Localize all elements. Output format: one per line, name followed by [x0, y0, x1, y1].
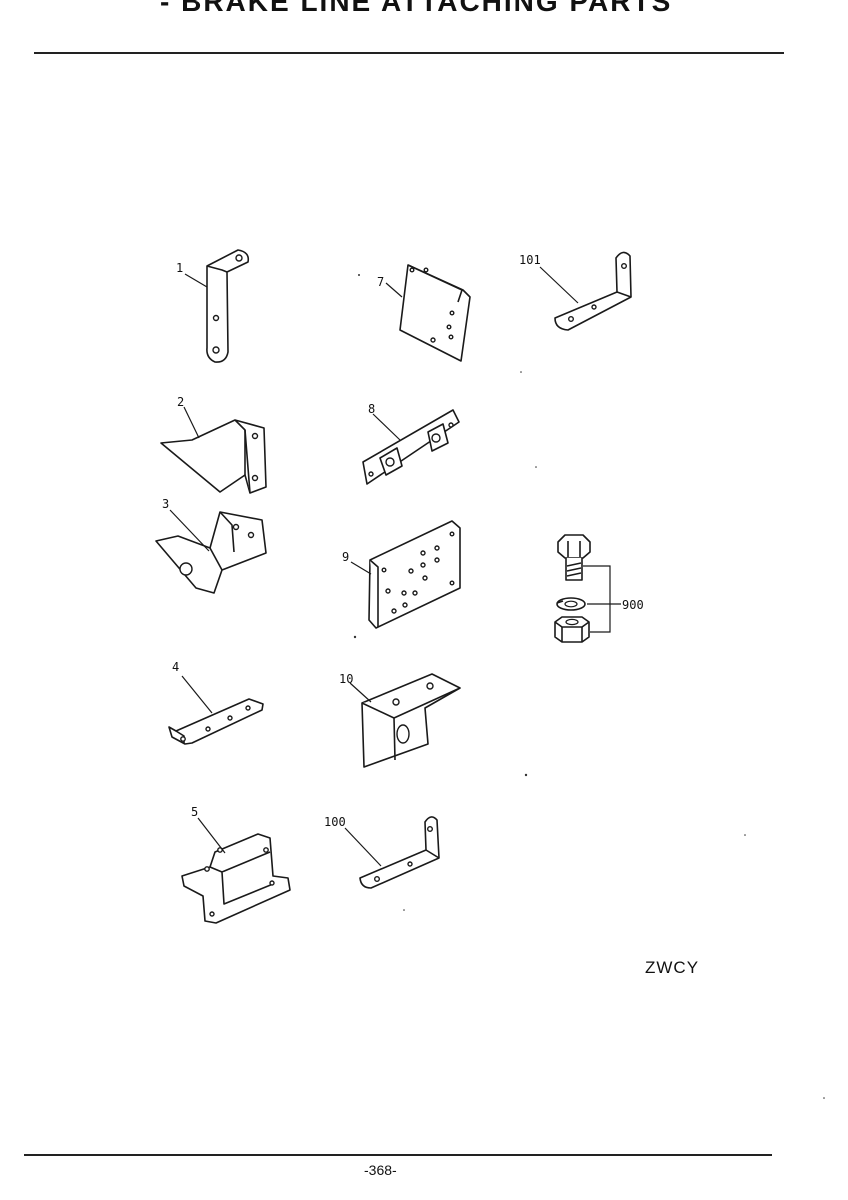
callout-4: 4: [172, 660, 179, 674]
callout-10: 10: [339, 672, 353, 686]
callout-9: 9: [342, 550, 349, 564]
callout-900: 900: [622, 598, 644, 612]
callout-1: 1: [176, 261, 183, 275]
page-number: -368-: [364, 1162, 397, 1178]
part-10-bracket: [361, 673, 461, 768]
part-900-nut: [554, 616, 590, 643]
part-3-bracket: [155, 511, 267, 594]
part-101-angle-bracket: [554, 251, 632, 331]
callout-100: 100: [324, 815, 346, 829]
callout-101: 101: [519, 253, 541, 267]
callout-3: 3: [162, 497, 169, 511]
part-8-mount: [362, 409, 460, 485]
callout-5: 5: [191, 805, 198, 819]
header-rule: [34, 52, 784, 54]
part-2-bracket: [160, 419, 267, 494]
model-code: ZWCY: [645, 958, 700, 977]
part-900-bolt: [557, 534, 591, 581]
part-900-lock-washer: [556, 597, 586, 611]
part-100-angle-bracket: [359, 816, 440, 889]
callout-7: 7: [377, 275, 384, 289]
part-9-plate: [368, 520, 461, 629]
part-7-plate: [399, 264, 471, 362]
part-1-bracket: [206, 249, 250, 363]
part-5-bracket: [181, 833, 291, 924]
footer-rule: [24, 1154, 772, 1156]
part-4-bracket: [168, 698, 264, 745]
callout-8: 8: [368, 402, 375, 416]
page-title: - BRAKE LINE ATTACHING PARTS: [160, 0, 673, 17]
callout-2: 2: [177, 395, 184, 409]
